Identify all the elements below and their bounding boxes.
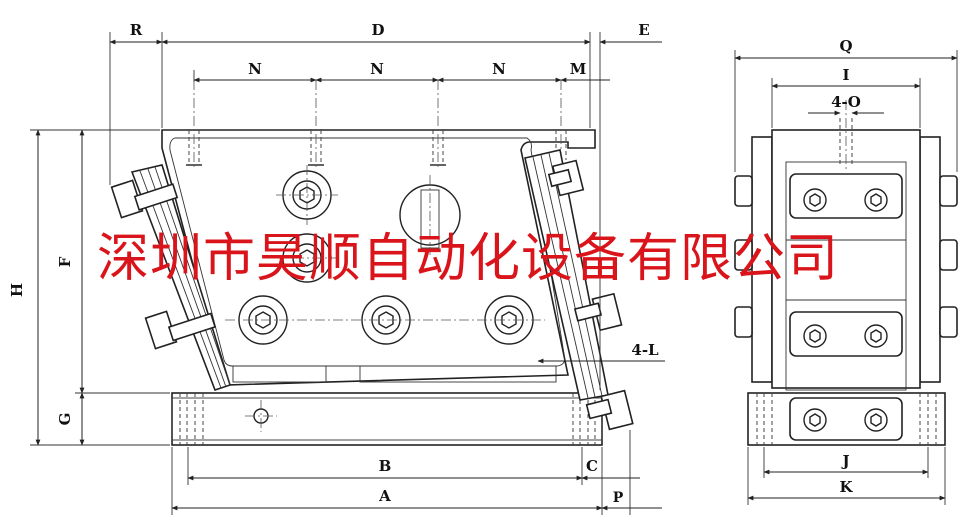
clamp-bar-2 [789, 311, 903, 357]
dim-k-label: K [839, 478, 853, 496]
front-view-dimensions: R D E N N N M H F G B [8, 21, 665, 515]
dim-i-label: I [842, 66, 849, 84]
dim-m-label: M [570, 60, 587, 78]
company-watermark: 深圳市昊顺自动化设备有限公司 [97, 229, 839, 289]
base-plate-right-hatch [572, 393, 596, 445]
dim-n2-label: N [370, 60, 384, 78]
dim-q-label: Q [839, 37, 852, 55]
dim-e-label: E [638, 21, 649, 39]
clamp-bar-1 [789, 173, 903, 219]
side-bolt-right-2 [939, 239, 958, 271]
dim-g-label: G [56, 413, 74, 426]
dim-p-label: P [613, 490, 624, 506]
dim-n1-label: N [248, 60, 262, 78]
base-plate [171, 392, 603, 446]
center-pin [399, 175, 461, 255]
body-slot-left [232, 365, 327, 383]
side-view-dimensions: Q I 4-O J K [734, 37, 958, 505]
right-base-bolt [585, 389, 634, 431]
dim-b-label: B [379, 457, 392, 475]
dim-4l-label: 4-L [631, 341, 659, 359]
side-bolt-left-1 [734, 175, 753, 207]
left-gib-plates [130, 164, 231, 392]
dim-4o-label: 4-O [831, 93, 861, 111]
body-slot-right [359, 365, 557, 383]
dim-a-label: A [378, 487, 391, 505]
side-bolt-right-1 [939, 175, 958, 207]
dim-h-label: H [8, 283, 26, 297]
side-view [734, 100, 958, 446]
left-adjusting-bolt-bottom [144, 310, 217, 350]
dim-n3-label: N [492, 60, 506, 78]
dim-j-label: J [840, 452, 849, 470]
base-hole [245, 400, 277, 432]
dim-f-label: F [56, 256, 74, 267]
dim-r-label: R [130, 21, 143, 39]
clamp-bar-3 [789, 397, 903, 441]
socket-screw-2 [276, 233, 338, 283]
base-plate-left-hatch [179, 393, 204, 445]
side-plate-right [919, 136, 941, 383]
side-bolt-left-3 [734, 306, 753, 338]
dim-c-label: C [586, 457, 598, 475]
side-bolt-left-2 [734, 239, 753, 271]
right-adjusting-bolt-top [547, 159, 585, 197]
dim-d-label: D [371, 21, 384, 39]
top-tapped-holes [186, 80, 567, 170]
side-bolt-right-3 [939, 306, 958, 338]
socket-screw-1 [276, 165, 338, 225]
left-adjusting-bolt-top [110, 179, 179, 219]
